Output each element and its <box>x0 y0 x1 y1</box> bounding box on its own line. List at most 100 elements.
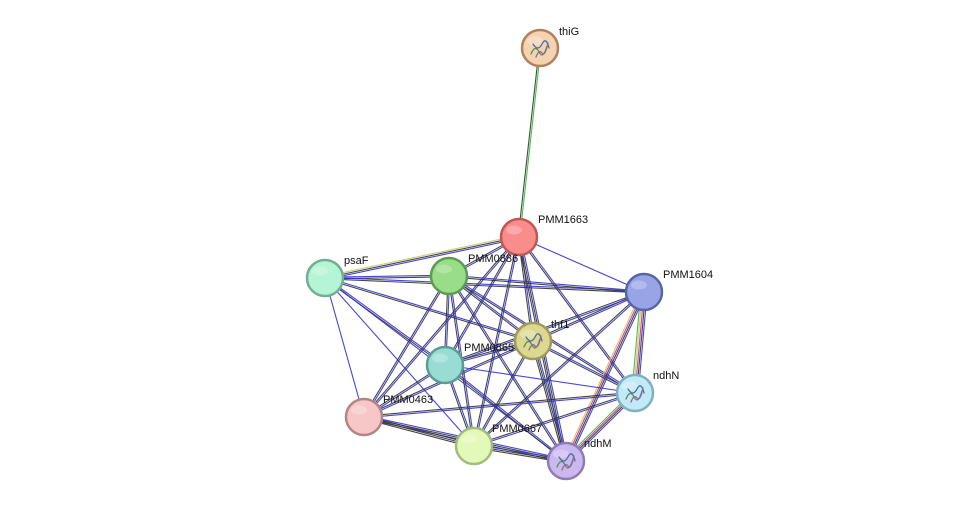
edges-layer <box>324 47 648 464</box>
node-label: psaF <box>344 255 369 267</box>
edge-channel-line <box>444 365 566 463</box>
edge-channel-line <box>519 236 637 393</box>
edge-thiG-PMM1663[interactable] <box>517 47 542 238</box>
edge-channel-line <box>324 277 475 447</box>
node-highlight <box>553 449 569 459</box>
protein-structure-icon <box>530 40 550 58</box>
node-highlight <box>506 225 522 235</box>
edge-channel-line <box>364 276 451 418</box>
edge-channel-line <box>472 236 519 446</box>
edge-channel-line <box>362 236 519 417</box>
edge-channel-line <box>474 292 645 448</box>
node-label: PMM0865 <box>464 342 514 354</box>
node-label: PMM0463 <box>383 394 433 406</box>
node-highlight <box>432 353 448 363</box>
edge-channel-line <box>444 364 636 394</box>
edge-PMM1663-PMM1604[interactable] <box>518 236 645 293</box>
node-circle[interactable] <box>520 28 560 68</box>
edge-channel-line <box>533 292 645 343</box>
node-highlight <box>631 280 647 290</box>
node-label: thf1 <box>551 319 569 331</box>
node-highlight <box>527 36 543 46</box>
structure-strand <box>535 42 549 58</box>
edge-channel-line <box>474 341 535 447</box>
edge-PMM0886-PMM1604[interactable] <box>448 274 645 294</box>
edge-channel-line <box>448 276 644 294</box>
node-PMM0865[interactable]: PMM0865 <box>425 342 514 385</box>
edge-channel-line <box>518 236 645 293</box>
edge-PMM1604-PMM0667[interactable] <box>473 290 645 448</box>
node-label: ndhM <box>584 438 612 450</box>
node-label: thiG <box>559 26 579 38</box>
node-label: PMM0886 <box>468 253 518 265</box>
edge-PMM0865-ndhN[interactable] <box>444 364 636 394</box>
edge-psaF-PMM0865[interactable] <box>324 276 446 367</box>
protein-structure-icon <box>556 453 576 471</box>
node-ndhM[interactable]: ndhM <box>546 438 612 481</box>
edge-channel-line <box>324 234 519 277</box>
edge-psaF-PMM0463[interactable] <box>324 277 365 418</box>
edge-PMM1663-psaF[interactable] <box>324 234 520 281</box>
edge-channel-line <box>474 393 636 448</box>
edge-PMM1663-PMM0667[interactable] <box>472 236 521 447</box>
node-circle[interactable] <box>344 397 384 437</box>
node-highlight <box>461 434 477 444</box>
edge-channel-line <box>517 47 540 237</box>
edge-psaF-PMM0667[interactable] <box>324 277 475 447</box>
edge-channel-line <box>325 276 446 365</box>
structure-strand <box>525 333 543 342</box>
edge-channel-line <box>474 237 521 447</box>
edge-PMM0886-PMM0463[interactable] <box>362 275 451 418</box>
node-PMM0463[interactable]: PMM0463 <box>344 394 433 437</box>
structure-strand <box>528 335 542 351</box>
node-highlight <box>351 405 367 415</box>
edge-channel-line <box>473 391 635 446</box>
node-circle[interactable] <box>499 217 539 257</box>
node-circle[interactable] <box>425 345 465 385</box>
edge-channel-line <box>472 340 533 446</box>
node-circle[interactable] <box>513 321 553 361</box>
node-thiG[interactable]: thiG <box>520 26 579 68</box>
node-psaF[interactable]: psaF <box>305 255 369 298</box>
edge-ndhN-PMM0463[interactable] <box>363 391 636 419</box>
edge-PMM0886-ndhM[interactable] <box>447 275 568 462</box>
protein-structure-icon <box>523 333 543 351</box>
node-thf1[interactable]: thf1 <box>513 319 569 361</box>
structure-strand <box>627 385 645 394</box>
edge-channel-line <box>519 48 542 238</box>
edge-channel-line <box>324 236 520 279</box>
edge-channel-line <box>325 238 520 281</box>
edge-channel-line <box>324 274 449 278</box>
node-circle[interactable] <box>546 441 586 481</box>
node-PMM0886[interactable]: PMM0886 <box>429 253 518 296</box>
node-highlight <box>520 329 536 339</box>
edge-channel-line <box>445 363 567 461</box>
node-highlight <box>436 264 452 274</box>
node-label: ndhN <box>653 370 679 382</box>
node-circle[interactable] <box>615 373 655 413</box>
node-PMM0667[interactable]: PMM0667 <box>454 423 542 466</box>
node-circle[interactable] <box>429 256 469 296</box>
edge-PMM1663-PMM0463[interactable] <box>362 236 521 418</box>
edge-thf1-PMM0667[interactable] <box>472 340 535 447</box>
node-circle[interactable] <box>624 272 664 312</box>
edge-channel-line <box>449 275 568 461</box>
node-label: PMM1663 <box>538 214 588 226</box>
node-highlight <box>312 266 328 276</box>
node-circle[interactable] <box>305 258 345 298</box>
node-PMM1663[interactable]: PMM1663 <box>499 214 588 257</box>
structure-strand <box>532 40 550 49</box>
node-PMM1604[interactable]: PMM1604 <box>624 269 713 312</box>
edge-PMM0865-ndhM[interactable] <box>444 363 567 463</box>
edge-ndhN-PMM0667[interactable] <box>473 391 636 448</box>
structure-strand <box>630 387 644 403</box>
edge-channel-line <box>473 290 644 446</box>
protein-structure-icon <box>625 385 645 403</box>
structure-strand <box>558 453 576 462</box>
edge-channel-line <box>449 274 645 292</box>
node-ndhN[interactable]: ndhN <box>615 370 679 413</box>
node-highlight <box>622 381 638 391</box>
node-circle[interactable] <box>454 426 494 466</box>
